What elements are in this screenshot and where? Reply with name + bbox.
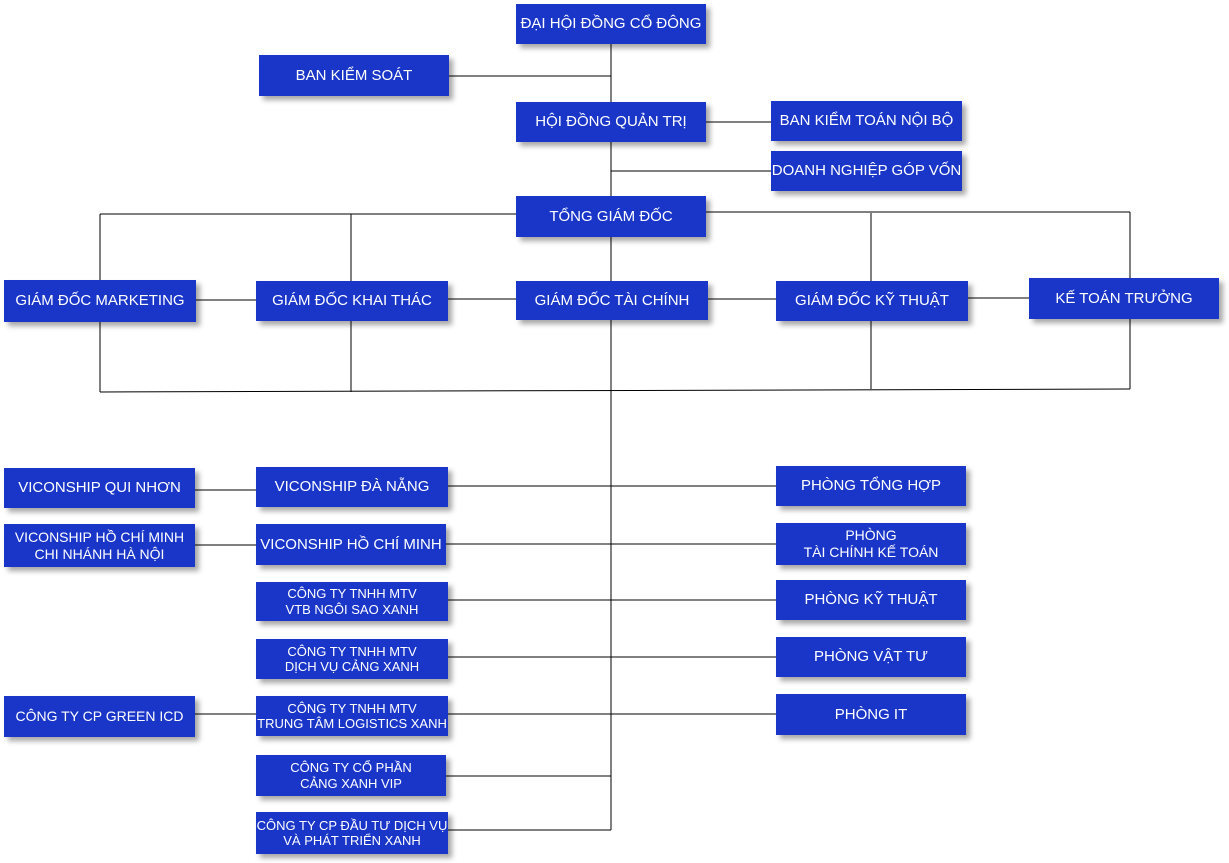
general-meeting-label: ĐẠI HỘI ĐỒNG CỔ ĐÔNG [520,15,702,33]
supervisory-board-box: BAN KIỂM SOÁT [259,55,449,96]
sub-logistics-box: CÔNG TY TNHH MTV TRUNG TÂM LOGISTICS XAN… [256,696,448,736]
dept-technical-box: PHÒNG KỸ THUẬT [776,580,966,620]
branch-da-nang-box: VICONSHIP ĐÀ NẴNG [256,467,448,507]
dept-it-label: PHÒNG IT [834,705,908,723]
chief-accountant-label: KẾ TOÁN TRƯỞNG [1055,289,1193,307]
board-of-directors-box: HỘI ĐỒNG QUẢN TRỊ [516,102,706,142]
finance-director-label: GIÁM ĐỐC TÀI CHÍNH [534,291,690,309]
sub-dau-tu-line2: VÀ PHÁT TRIỂN XANH [283,833,421,848]
marketing-director-label: GIÁM ĐỐC MARKETING [15,292,185,310]
dept-materials-box: PHÒNG VẬT TƯ [776,637,966,677]
invested-enterprises-box: DOANH NGHIỆP GÓP VỐN [771,151,962,191]
branch-qui-nhon-box: VICONSHIP QUI NHƠN [4,468,195,508]
operations-director-box: GIÁM ĐỐC KHAI THÁC [256,281,448,321]
dept-technical-label: PHÒNG KỸ THUẬT [804,591,938,609]
supervisory-board-label: BAN KIỂM SOÁT [295,66,413,84]
sub-dau-tu-line1: CÔNG TY CP ĐẦU TƯ DỊCH VỤ [256,817,448,833]
branch-hanoi-line1: VICONSHIP HỒ CHÍ MINH [14,528,185,545]
dept-general-label: PHÒNG TỔNG HỢP [800,477,942,495]
sub-dich-vu-line2: DỊCH VỤ CẢNG XANH [284,659,420,674]
sub-dau-tu-box: CÔNG TY CP ĐẦU TƯ DỊCH VỤ VÀ PHÁT TRIỂN … [256,812,448,854]
sub-logistics-line1: CÔNG TY TNHH MTV [287,700,417,716]
dept-materials-label: PHÒNG VẬT TƯ [814,648,928,666]
sub-vip-line2: CẢNG XANH VIP [300,775,402,791]
branch-hanoi-line2: CHI NHÁNH HÀ NỘI [34,545,165,562]
green-icd-label: CÔNG TY CP GREEN ICD [15,708,184,725]
green-icd-box: CÔNG TY CP GREEN ICD [4,696,195,737]
branch-hcm-label: VICONSHIP HỒ CHÍ MINH [260,535,442,553]
technical-director-label: GIÁM ĐỐC KỸ THUẬT [795,292,949,310]
general-meeting-box: ĐẠI HỘI ĐỒNG CỔ ĐÔNG [516,4,706,44]
marketing-director-box: GIÁM ĐỐC MARKETING [4,280,196,322]
finance-director-box: GIÁM ĐỐC TÀI CHÍNH [516,281,708,320]
board-of-directors-label: HỘI ĐỒNG QUẢN TRỊ [535,113,687,131]
branch-qui-nhon-label: VICONSHIP QUI NHƠN [18,479,181,497]
dept-finance-box: PHÒNG TÀI CHÍNH KẾ TOÁN [776,523,966,565]
sub-ngoi-sao-xanh-box: CÔNG TY TNHH MTV VTB NGÔI SAO XANH [256,582,448,621]
sub-ngoi-sao-xanh-line1: CÔNG TY TNHH MTV [287,586,417,602]
general-director-label: TỔNG GIÁM ĐỐC [549,207,673,225]
sub-vip-line1: CÔNG TY CỔ PHẦN [290,760,412,776]
sub-dich-vu-line1: CÔNG TY TNHH MTV [287,643,417,659]
internal-audit-box: BAN KIỂM TOÁN NỘI BỘ [771,101,962,141]
branch-hcm-box: VICONSHIP HỒ CHÍ MINH [256,524,446,565]
sub-vip-box: CÔNG TY CỔ PHẦN CẢNG XANH VIP [256,755,446,796]
sub-logistics-line2: TRUNG TÂM LOGISTICS XANH [257,716,447,731]
sub-dich-vu-box: CÔNG TY TNHH MTV DỊCH VỤ CẢNG XANH [256,639,448,679]
dept-it-box: PHÒNG IT [776,694,966,735]
dept-general-box: PHÒNG TỔNG HỢP [776,466,966,506]
bracket-bottom [99,388,1131,393]
dept-finance-line1: PHÒNG [845,527,897,544]
branch-hanoi-box: VICONSHIP HỒ CHÍ MINH CHI NHÁNH HÀ NỘI [4,524,195,567]
branch-da-nang-label: VICONSHIP ĐÀ NẴNG [274,478,430,496]
general-director-box: TỔNG GIÁM ĐỐC [516,196,706,237]
technical-director-box: GIÁM ĐỐC KỸ THUẬT [776,281,968,321]
sub-ngoi-sao-xanh-line2: VTB NGÔI SAO XANH [285,601,419,617]
dept-finance-line2: TÀI CHÍNH KẾ TOÁN [803,544,939,560]
operations-director-label: GIÁM ĐỐC KHAI THÁC [272,292,432,310]
chief-accountant-box: KẾ TOÁN TRƯỞNG [1029,278,1219,319]
invested-enterprises-label: DOANH NGHIỆP GÓP VỐN [771,162,962,180]
internal-audit-label: BAN KIỂM TOÁN NỘI BỘ [779,112,954,130]
